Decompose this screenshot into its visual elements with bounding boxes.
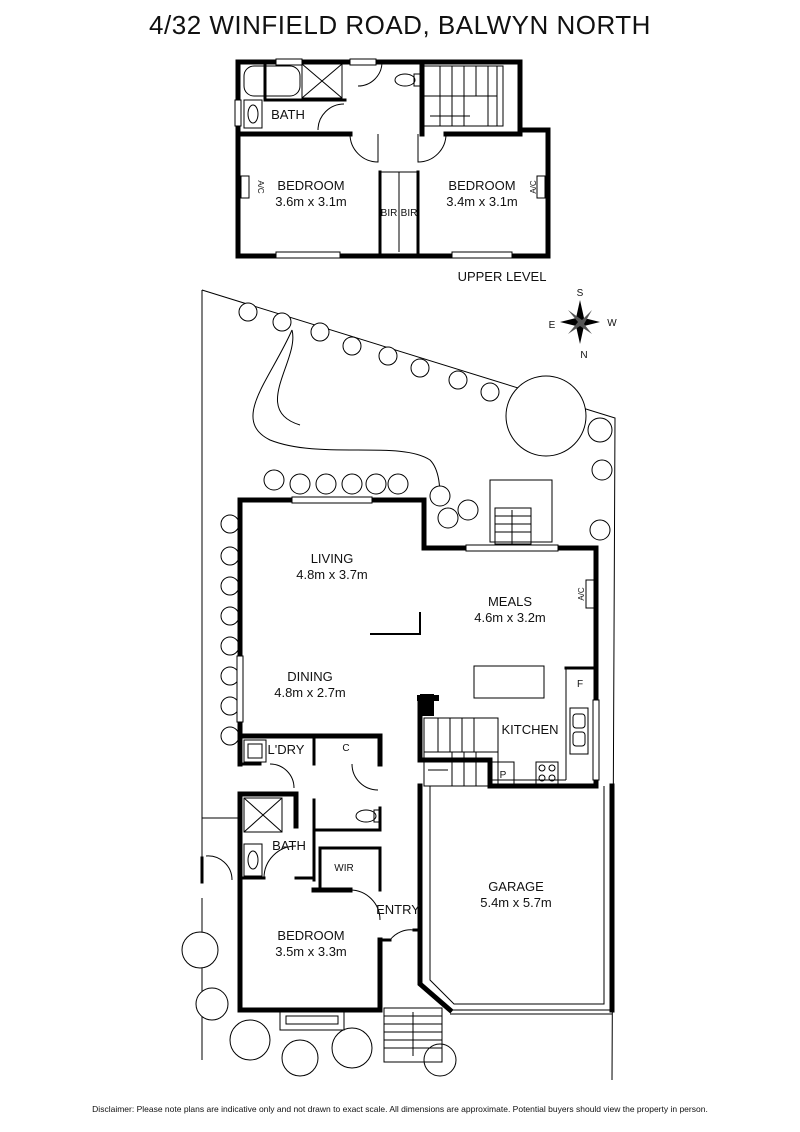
upper-bedroom2-size: 3.4m x 3.1m (446, 194, 518, 209)
page-title: 4/32 WINFIELD ROAD, BALWYN NORTH (149, 10, 651, 40)
ground-outer-wall (237, 497, 599, 789)
bay-window (279, 1010, 345, 1031)
basin (243, 99, 263, 129)
garage-label: GARAGE (488, 879, 544, 894)
upper-level-caption: UPPER LEVEL (458, 269, 547, 284)
ac-unit (240, 175, 250, 199)
upper-bath-label: BATH (271, 107, 305, 122)
door-swing (317, 103, 345, 131)
upper-outer-wall (235, 59, 551, 259)
door-swing (263, 845, 297, 879)
shower (243, 797, 283, 833)
toilet (355, 809, 377, 823)
basin (243, 843, 263, 877)
gate-swing (205, 855, 233, 881)
laundry-label: L'DRY (268, 742, 305, 757)
shower (301, 63, 343, 99)
compass-n: N (580, 350, 587, 361)
hedge (181, 302, 613, 1077)
upper-bedroom1-label: BEDROOM (277, 178, 344, 193)
upper-bedroom2-label: BEDROOM (448, 178, 515, 193)
door-swing (417, 133, 447, 163)
bir-label: BIR (401, 208, 418, 219)
upper-windows (234, 58, 513, 259)
meals-size: 4.6m x 3.2m (474, 610, 546, 625)
ground-bath-label: BATH (272, 838, 306, 853)
door-swing (349, 889, 381, 921)
compass-s: S (577, 288, 584, 299)
bathtub (243, 65, 301, 97)
garden-path (252, 329, 441, 501)
pantry-label: P (500, 770, 507, 781)
upper-stairs (423, 65, 501, 127)
upper-level: BATH BEDROOM 3.6m x 3.1m BEDROOM 3.4m x … (234, 58, 551, 284)
ac-unit (536, 175, 546, 199)
entry-label: ENTRY (376, 902, 420, 917)
dining-size: 4.8m x 2.7m (274, 685, 346, 700)
ground-level: LIVING 4.8m x 3.7m MEALS 4.6m x 3.2m DIN… (181, 289, 616, 1081)
living-partition (370, 612, 421, 635)
pantry (491, 761, 515, 785)
wir-label: WIR (334, 863, 353, 874)
dining-label: DINING (287, 669, 333, 684)
laundry-tub (243, 739, 267, 763)
deck-steps (489, 479, 553, 545)
garden-path (277, 329, 301, 426)
ac-unit (585, 579, 595, 609)
compass-e: E (549, 320, 556, 331)
wir-wall (318, 846, 382, 892)
ac-label: A/C (577, 587, 586, 601)
kitchen-label: KITCHEN (501, 722, 558, 737)
kitchen-sink (569, 707, 589, 755)
door-swing (389, 929, 415, 941)
bedroom-outer-wall (237, 937, 383, 1013)
garage-wall (417, 783, 454, 1014)
upper-bedroom1-size: 3.6m x 3.1m (275, 194, 347, 209)
ground-windows (236, 496, 600, 781)
disclaimer: Disclaimer: Please note plans are indica… (92, 1104, 708, 1114)
bir-label: BIR (381, 208, 398, 219)
bath-wall (237, 791, 299, 829)
living-size: 4.8m x 3.7m (296, 567, 368, 582)
ac-label: A/C (529, 180, 538, 194)
laundry-wall (237, 733, 383, 767)
cooktop (535, 761, 559, 785)
door-swing (269, 763, 295, 789)
post (420, 694, 434, 716)
cupboard-label: C (342, 743, 349, 754)
garage-size: 5.4m x 5.7m (480, 895, 552, 910)
ground-bedroom-size: 3.5m x 3.3m (275, 944, 347, 959)
door-swing (351, 763, 379, 791)
garage-inner (429, 786, 605, 1005)
compass-w: W (607, 318, 617, 329)
door-swing (349, 133, 379, 163)
kitchen-island (473, 665, 545, 699)
door-swing (357, 61, 383, 87)
ac-label: A/C (256, 180, 265, 194)
entry-steps (383, 1007, 443, 1063)
toilet (394, 73, 416, 87)
living-label: LIVING (311, 551, 354, 566)
compass-rose: S N E W (549, 288, 618, 361)
ground-stairs (423, 717, 499, 787)
fridge-label: F (577, 679, 583, 690)
meals-label: MEALS (488, 594, 532, 609)
ground-bedroom-label: BEDROOM (277, 928, 344, 943)
